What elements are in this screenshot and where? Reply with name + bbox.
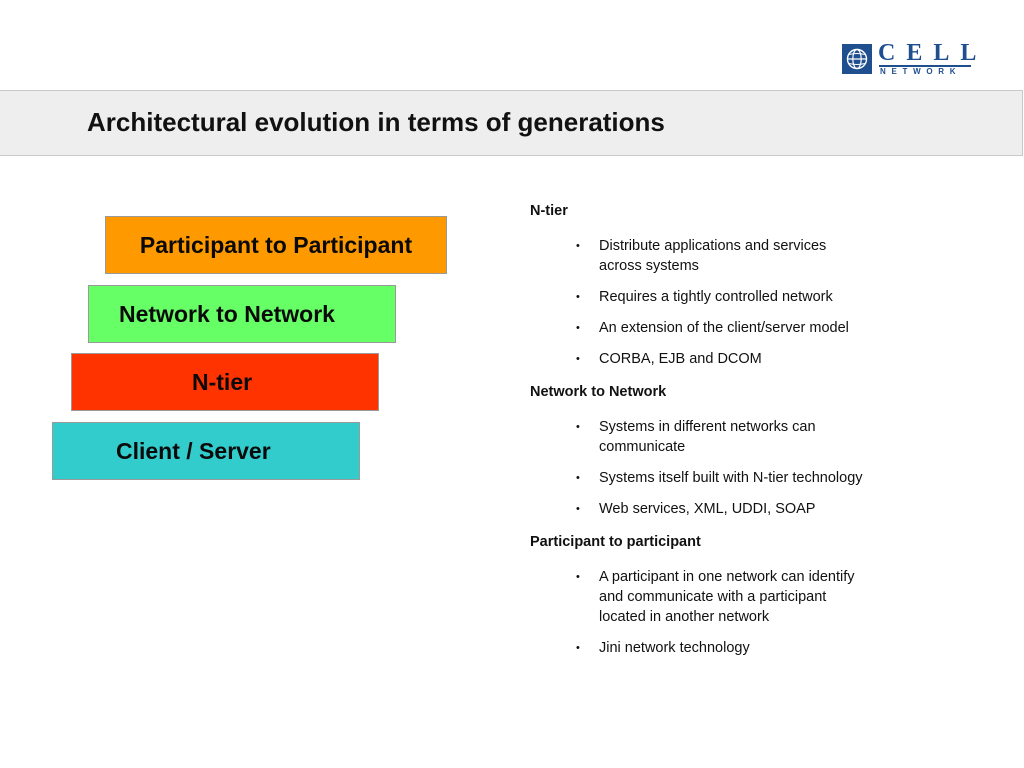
list-item: • A participant in one network can identi… (530, 567, 869, 627)
bullet-icon: • (576, 322, 580, 334)
bullet-icon: • (576, 642, 580, 654)
layer-n-tier: N-tier (71, 353, 379, 411)
list-item: • Jini network technology (530, 638, 869, 658)
bullet-icon: • (576, 353, 580, 365)
title-bar: Architectural evolution in terms of gene… (0, 90, 1023, 156)
section-heading-participant-to-participant: Participant to participant (530, 534, 701, 550)
section-heading-network-to-network: Network to Network (530, 384, 667, 400)
list-item: • CORBA, EJB and DCOM (530, 349, 869, 369)
bullet-text: Systems in different networks can commun… (599, 419, 816, 455)
list-item: • An extension of the client/server model (530, 318, 869, 338)
section-heading-n-tier: N-tier (530, 203, 568, 219)
cell-network-logo: CELL NETWORK (842, 41, 976, 78)
n-tier-bullet-list: • Distribute applications and services ac… (530, 236, 960, 369)
bullet-icon: • (576, 291, 580, 303)
network-to-network-bullet-list: • Systems in different networks can commu… (530, 417, 960, 519)
logo-subtitle: NETWORK (880, 67, 962, 76)
layer-network-to-network: Network to Network (88, 285, 396, 343)
bullet-text: Web services, XML, UDDI, SOAP (599, 501, 816, 517)
layer-participant-to-participant: Participant to Participant (105, 216, 447, 274)
bullet-icon: • (576, 421, 580, 433)
bullet-icon: • (576, 472, 580, 484)
list-item: • Systems itself built with N-tier techno… (530, 468, 869, 488)
list-item: • Systems in different networks can commu… (530, 417, 869, 457)
bullet-text: Jini network technology (599, 640, 750, 656)
bullet-icon: • (576, 503, 580, 515)
bullet-text: Requires a tightly controlled network (599, 289, 833, 305)
bullet-text: Distribute applications and services acr… (599, 238, 827, 274)
list-item: • Distribute applications and services ac… (530, 236, 869, 276)
list-item: • Web services, XML, UDDI, SOAP (530, 499, 869, 519)
logo-wordmark: CELL (878, 40, 988, 66)
globe-logo-icon (842, 44, 872, 74)
bullet-text: CORBA, EJB and DCOM (599, 351, 762, 367)
slide-title: Architectural evolution in terms of gene… (87, 107, 665, 137)
layer-client-server: Client / Server (52, 422, 360, 480)
bullet-text: Systems itself built with N-tier technol… (599, 470, 863, 486)
bullet-text: A participant in one network can identif… (599, 569, 855, 625)
generation-details: N-tier • Distribute applications and serv… (530, 202, 960, 672)
bullet-icon: • (576, 571, 580, 583)
participant-to-participant-bullet-list: • A participant in one network can identi… (530, 567, 960, 658)
logo-divider (879, 65, 971, 67)
bullet-text: An extension of the client/server model (599, 320, 849, 336)
list-item: • Requires a tightly controlled network (530, 287, 869, 307)
bullet-icon: • (576, 240, 580, 252)
